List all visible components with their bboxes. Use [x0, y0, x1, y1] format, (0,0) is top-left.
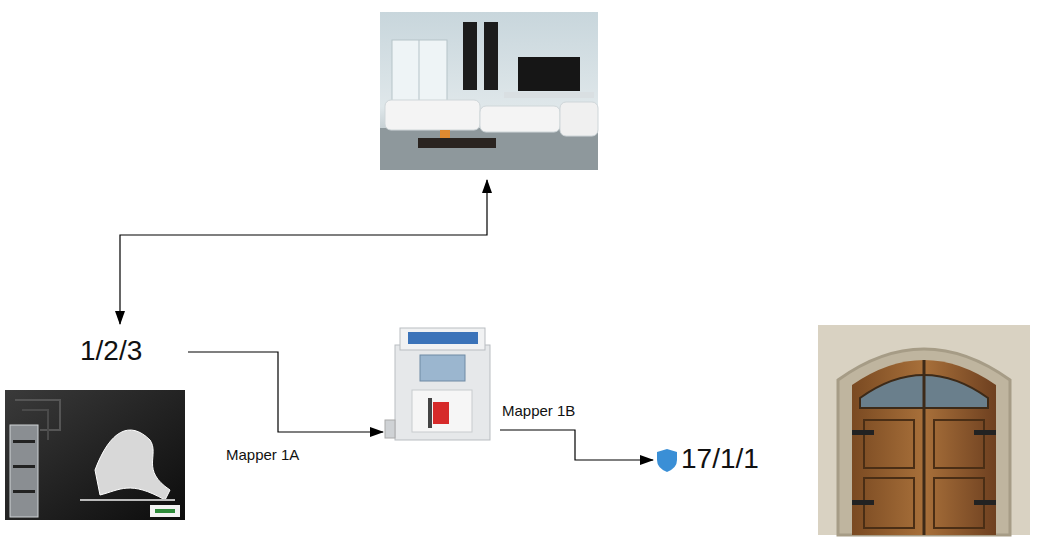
switch-chair-picture: [5, 390, 185, 520]
living-room-picture: [380, 12, 598, 170]
mapper-arrow: [188, 352, 383, 432]
mapper-label: Mapper 1B: [502, 402, 575, 419]
group-address: 17/1/1: [681, 443, 759, 475]
group-address: 1/2/3: [80, 335, 142, 367]
shield-icon: [657, 449, 677, 472]
din-rail-device: [385, 328, 490, 440]
mapper-arrow: [500, 430, 653, 460]
bidirectional-arrow: [120, 180, 487, 324]
door-picture: [818, 325, 1030, 535]
mapper-label: Mapper 1A: [226, 446, 299, 463]
